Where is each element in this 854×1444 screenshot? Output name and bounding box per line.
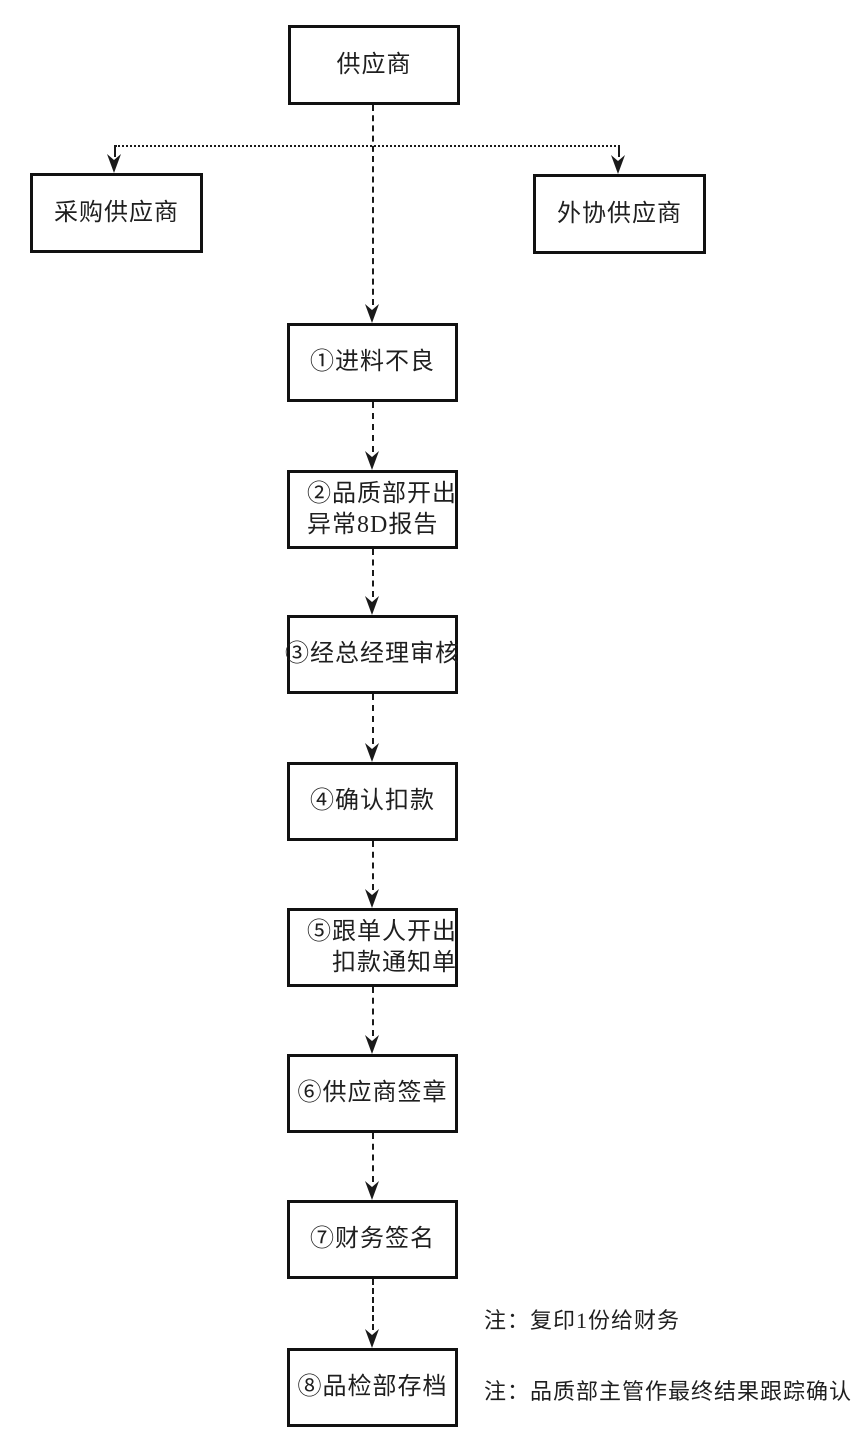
connector-step7-step8	[372, 1279, 374, 1330]
step-5-box: ⑤跟单人开出 扣款通知单	[287, 908, 458, 987]
step-3-box: ③经总经理审核	[285, 615, 460, 694]
step-4-box: ④确认扣款	[287, 762, 458, 841]
step-5-label-line2: 扣款通知单	[332, 949, 457, 976]
step-5-label-line1: ⑤跟单人开出	[307, 918, 457, 945]
connector-step5-step6	[372, 987, 374, 1036]
arrowhead-icon	[365, 1329, 379, 1348]
step-6-box: ⑥供应商签章	[287, 1054, 458, 1133]
connector-step4-step5	[372, 841, 374, 890]
arrowhead-icon	[365, 743, 379, 762]
step-2-label-line2: 异常8D报告	[307, 511, 439, 538]
branch-outsource-label: 外协供应商	[557, 200, 682, 227]
connector-step3-step4	[372, 694, 374, 744]
step-8-box: ⑧品检部存档	[287, 1348, 458, 1427]
step-7-box: ⑦财务签名	[287, 1200, 458, 1279]
note-copy-to-finance: 注：复印1份给财务	[484, 1308, 681, 1333]
branch-box-outsource-supplier: 外协供应商	[533, 174, 706, 254]
step-2-label-line1: ②品质部开出	[307, 480, 457, 507]
arrowhead-icon	[365, 451, 379, 470]
arrowhead-icon	[365, 596, 379, 615]
connector-branch-right-drop	[618, 145, 620, 157]
arrowhead-icon	[365, 889, 379, 908]
arrowhead-icon	[365, 1181, 379, 1200]
connector-step2-step3	[372, 549, 374, 597]
step-2-box: ②品质部开出 异常8D报告	[287, 470, 458, 549]
step-1-box: ①进料不良	[287, 323, 458, 402]
connector-branch-horizontal	[115, 145, 620, 147]
branch-box-purchase-supplier: 采购供应商	[30, 173, 203, 253]
arrowhead-icon	[107, 154, 121, 173]
root-box-supplier: 供应商	[288, 25, 460, 105]
step-7-label: ⑦财务签名	[310, 1226, 435, 1252]
arrowhead-icon	[365, 304, 379, 323]
step-6-label: ⑥供应商签章	[297, 1080, 448, 1106]
arrowhead-icon	[365, 1035, 379, 1054]
connector-step1-step2	[372, 402, 374, 452]
connector-root-to-step1	[372, 105, 374, 305]
root-label: 供应商	[336, 51, 412, 78]
step-3-label: ③经总经理审核	[285, 641, 460, 667]
arrowhead-icon	[611, 155, 625, 174]
step-8-label: ⑧品检部存档	[297, 1374, 448, 1400]
step-1-label: ①进料不良	[310, 349, 435, 375]
connector-step6-step7	[372, 1133, 374, 1182]
step-4-label: ④确认扣款	[310, 788, 435, 814]
connector-branch-left-drop	[114, 145, 116, 157]
branch-purchase-label: 采购供应商	[54, 199, 179, 226]
note-quality-manager-tracking: 注：品质部主管作最终结果跟踪确认	[484, 1379, 853, 1404]
